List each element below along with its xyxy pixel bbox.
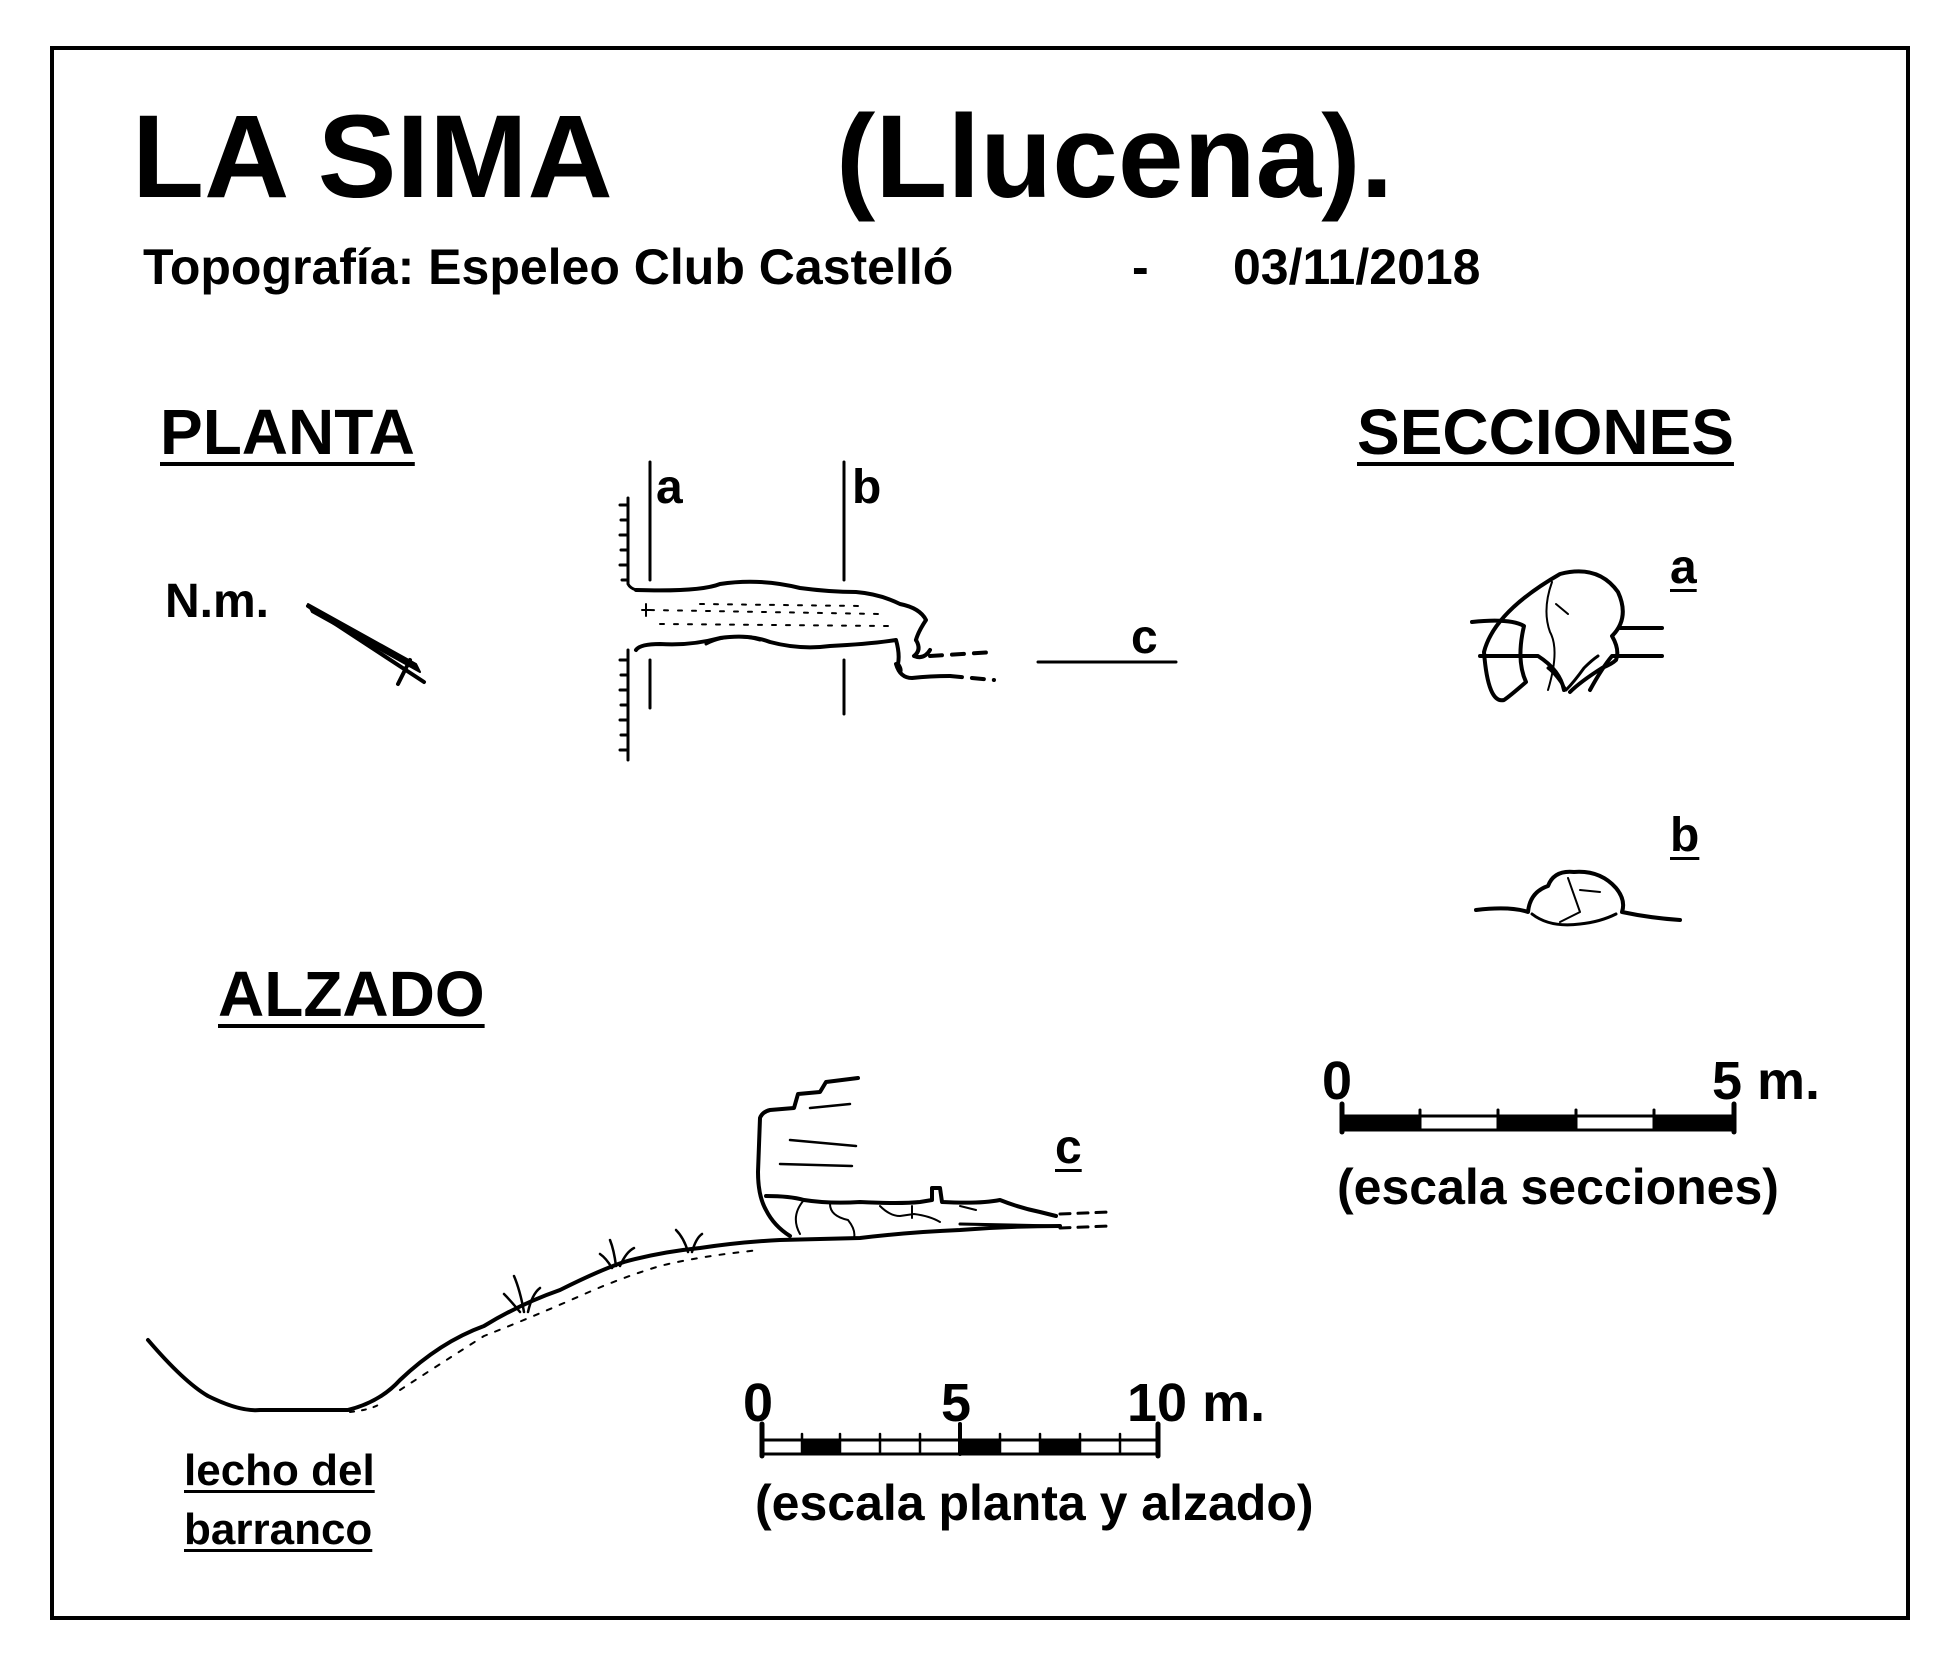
section-b-profile [1474,869,1682,927]
plan-section-b-label: b [852,461,882,514]
sections-heading: SECCIONES [1357,396,1734,468]
plan-entrance-wall [618,496,638,762]
plan-section-lines [648,460,1178,716]
riverbed-label-line1: lecho del [184,1446,375,1495]
drawing-frame [50,46,1910,1620]
plan-passage-outline [634,579,952,680]
plan-section-a-label: a [656,461,683,514]
plan-scale-mid: 5 [941,1373,972,1433]
magnetic-north-label: N.m. [165,575,270,628]
elevation-cave-outline [756,1076,1058,1239]
section-b-label: b [1670,809,1700,862]
sections-scale-end: 5 m. [1712,1051,1821,1111]
survey-date: 03/11/2018 [1233,239,1481,295]
plan-floor-stipple [641,603,891,627]
sections-scale-bar [1339,1101,1737,1135]
plan-scale-start: 0 [743,1373,774,1433]
sections-scale-start: 0 [1322,1051,1353,1111]
elevation-passage-continuation [1058,1210,1112,1230]
riverbed-label-line2: barranco [184,1505,373,1554]
plan-scale-end: 10 m. [1127,1373,1266,1433]
vegetation-icon [502,1228,704,1314]
credit-separator: - [1132,239,1149,295]
elevation-section-c-label: c [1055,1121,1082,1174]
plan-scale-caption: (escala planta y alzado) [755,1475,1314,1531]
section-a-label: a [1670,541,1697,594]
elevation-heading: ALZADO [218,958,485,1030]
plan-scale-bar [759,1421,1161,1459]
elevation-terrain [146,1224,1062,1413]
survey-credit: Topografía: Espeleo Club Castelló [143,239,954,295]
title-location: (Llucena). [836,91,1394,223]
plan-section-c-label: c [1131,611,1158,664]
sections-scale-caption: (escala secciones) [1337,1159,1779,1215]
north-arrow-icon [306,603,426,686]
title-cave-name: LA SIMA [132,91,613,223]
plan-passage-continuation [928,650,996,682]
section-a-profile [1470,569,1664,703]
plan-heading: PLANTA [160,396,415,468]
